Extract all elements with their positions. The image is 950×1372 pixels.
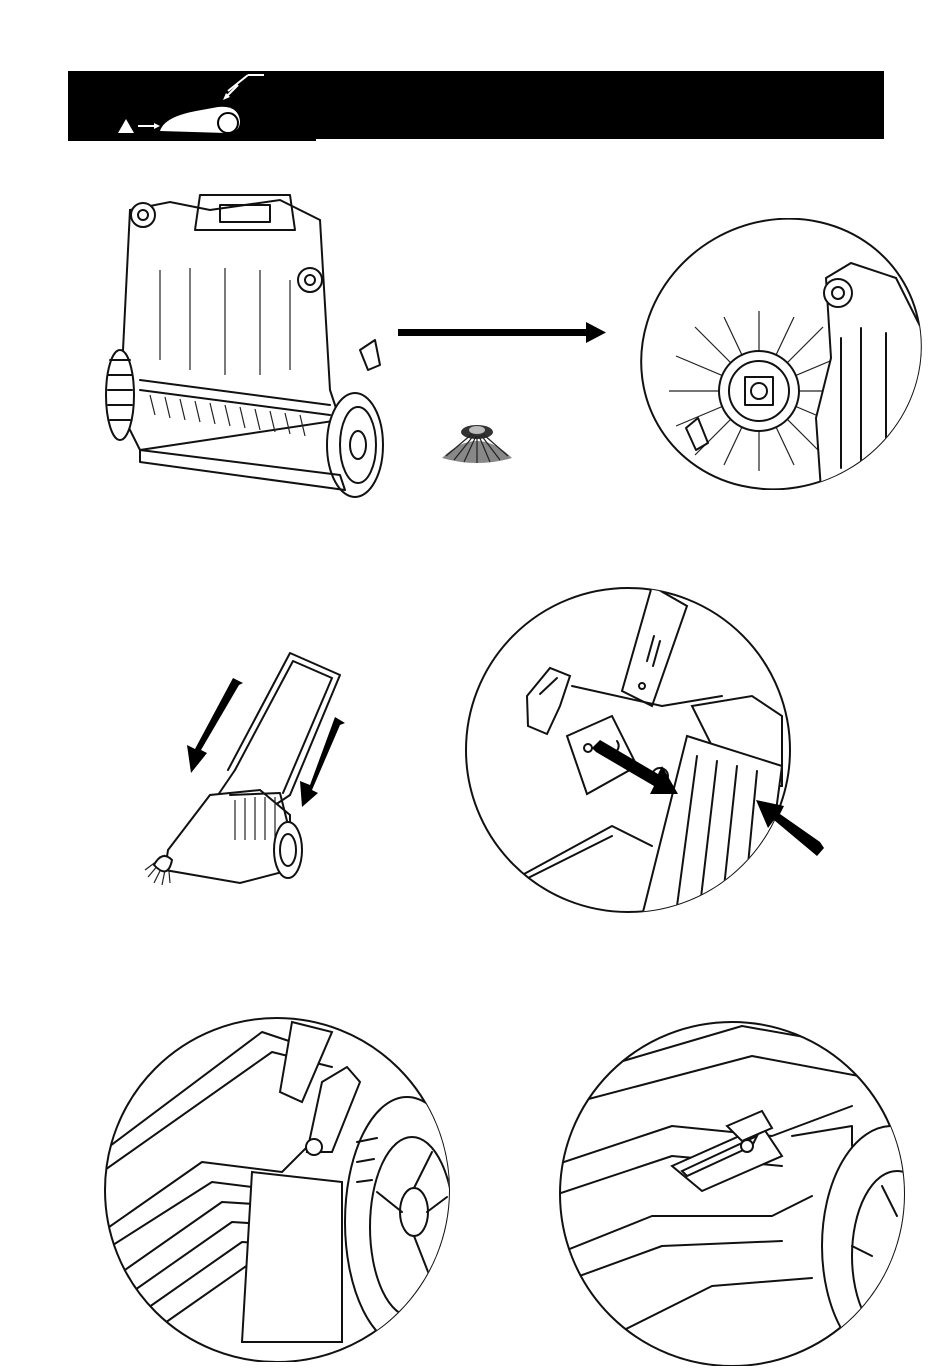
direction-arrow-right — [398, 320, 608, 346]
clip-closed-detail — [102, 1012, 452, 1362]
side-brush-part — [432, 410, 522, 470]
clip-lever-detail — [552, 1016, 912, 1366]
sweeper-logo-icon — [68, 71, 884, 139]
brush-mount-closeup — [636, 218, 926, 490]
handle-slot-closeup — [462, 586, 832, 916]
sweeper-underside-drawing — [100, 190, 400, 500]
handle-clip-closeup-right — [552, 1016, 912, 1366]
handle-insert-overview — [140, 645, 360, 890]
handle-clip-closeup-left — [102, 1012, 452, 1362]
sweeper-rear-view — [100, 190, 400, 500]
brush-attach-detail — [636, 218, 926, 490]
header-band — [68, 71, 884, 139]
handle-slot-detail — [462, 586, 832, 916]
side-brush-icon — [432, 410, 522, 470]
handle-assembly-drawing — [140, 645, 360, 890]
header-underline — [68, 139, 316, 141]
